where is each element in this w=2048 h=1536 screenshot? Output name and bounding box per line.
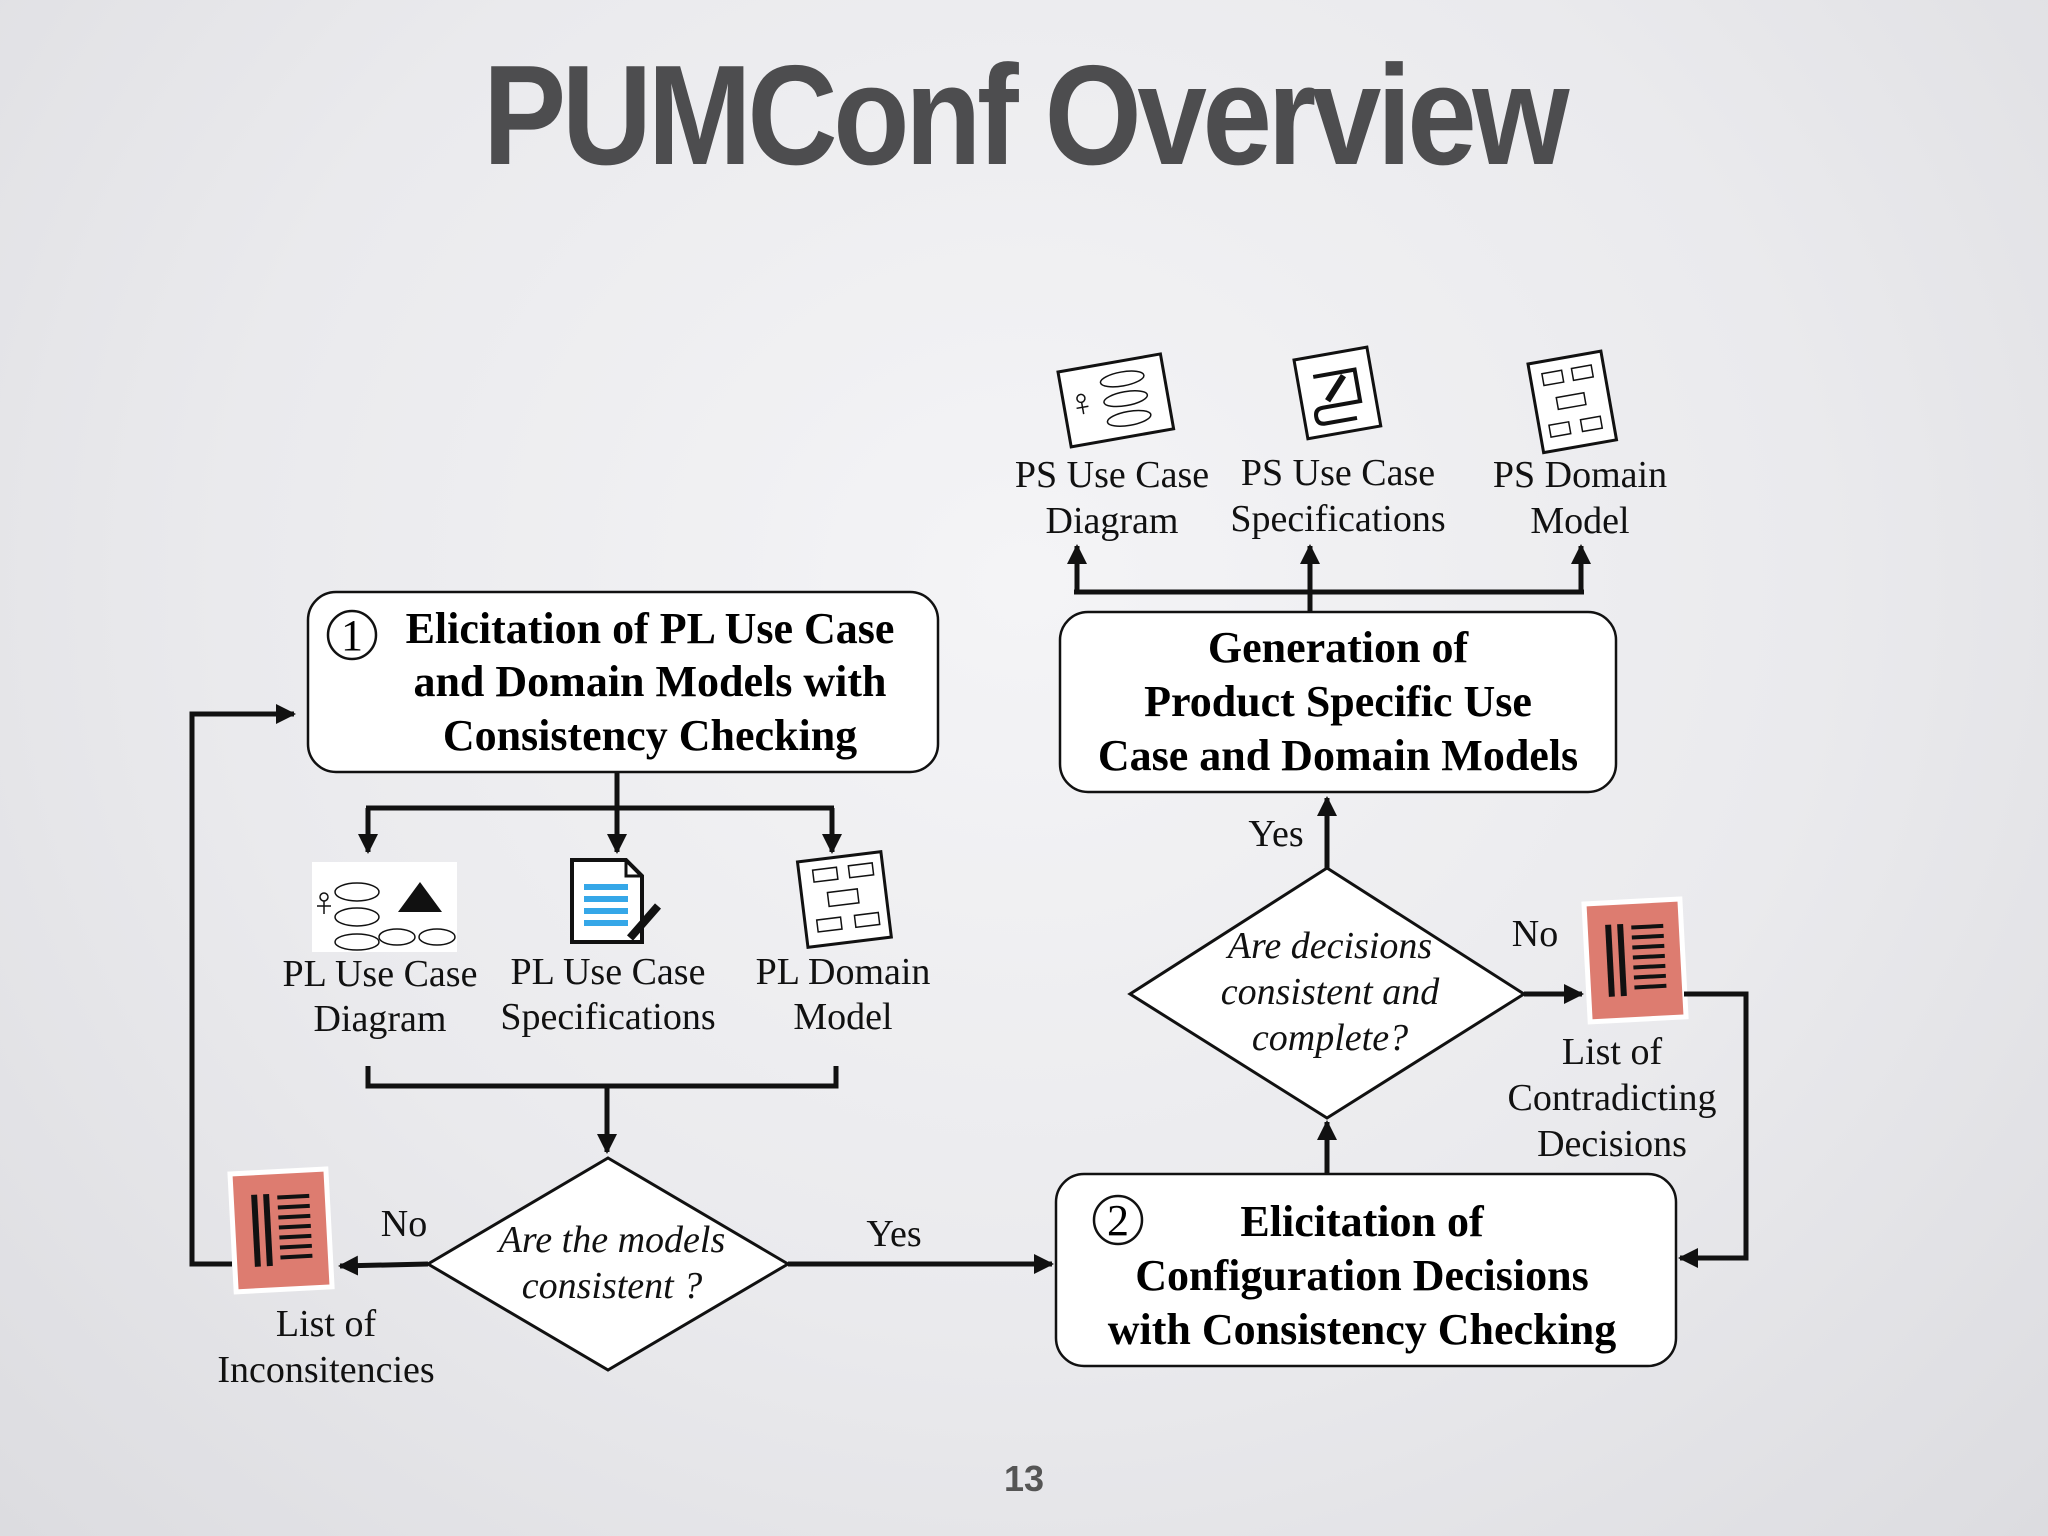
pl-domain-model-icon — [795, 850, 894, 950]
generation-title-line2: Product Specific Use — [1144, 677, 1532, 726]
step1-number: 1 — [341, 611, 363, 660]
contradictions-list-icon — [1581, 896, 1689, 1025]
generation-title-line3: Case and Domain Models — [1098, 731, 1578, 780]
inconsistencies-label-line1: List of — [276, 1303, 377, 1345]
decision-decisions-line1: Are decisions — [1225, 925, 1432, 967]
decision-decisions-consistent: Are decisions consistent and complete? — [1127, 866, 1527, 1120]
pl-artifact-label-3-line1: PL Domain — [756, 951, 931, 993]
step2-number: 2 — [1107, 1196, 1129, 1245]
step2-title-line1: Elicitation of — [1240, 1197, 1485, 1246]
pl-artifact-label-3-line2: Model — [793, 996, 892, 1038]
pl-artifacts-join-connector — [365, 1066, 839, 1154]
page-number: 13 — [1003, 1458, 1045, 1499]
decision-models-line2: consistent ? — [522, 1265, 702, 1307]
pl-artifact-label-1-line1: PL Use Case — [283, 953, 478, 995]
step1-box: 1 Elicitation of PL Use Case and Domain … — [306, 590, 940, 774]
pl-use-case-diagram-icon — [312, 862, 457, 952]
pl-artifact-label-2-line1: PL Use Case — [511, 951, 706, 993]
ps-use-case-diagram-icon — [1056, 352, 1176, 449]
step1-fork-connector — [358, 772, 842, 854]
pl-artifact-label-1-line2: Diagram — [314, 998, 447, 1040]
ps-artifact-label-1-line1: PS Use Case — [1015, 454, 1209, 496]
decisions-yes-label: Yes — [1248, 813, 1303, 855]
ps-artifact-label-1-line2: Diagram — [1046, 500, 1179, 542]
ps-artifact-label-2-line2: Specifications — [1230, 498, 1445, 540]
step1-number-circle — [326, 609, 378, 661]
pl-use-case-specifications-icon — [570, 858, 662, 944]
generation-box: Generation of Product Specific Use Case … — [1058, 610, 1618, 794]
contradictions-back-arrow — [1678, 991, 1749, 1268]
step2-title-line2: Configuration Decisions — [1135, 1251, 1588, 1300]
generation-title-line1: Generation of — [1208, 623, 1470, 672]
decisions-no-label: No — [1512, 913, 1558, 955]
ps-use-case-specifications-icon — [1292, 345, 1383, 441]
step1-title-line2: and Domain Models with — [413, 657, 886, 706]
models-no-arrow — [338, 1255, 429, 1276]
pl-artifact-label-2-line2: Specifications — [500, 996, 715, 1038]
loop-back-arrow — [189, 704, 296, 1267]
generation-fork-connector — [1067, 544, 1591, 612]
decision-models-line1: Are the models — [496, 1219, 726, 1261]
inconsistencies-list-icon — [227, 1166, 335, 1295]
decision-decisions-line2: consistent and — [1221, 971, 1440, 1013]
inconsistencies-label-line2: Inconsitencies — [217, 1349, 434, 1391]
models-yes-label: Yes — [866, 1213, 921, 1255]
contradictions-label-line3: Decisions — [1537, 1123, 1687, 1165]
decision-decisions-line3: complete? — [1252, 1017, 1408, 1059]
ps-artifact-label-3-line1: PS Domain — [1493, 454, 1667, 496]
decision-models-consistent: Are the models consistent ? — [425, 1156, 791, 1372]
step2-box: 2 Elicitation of Configuration Decisions… — [1054, 1172, 1678, 1368]
ps-domain-model-icon — [1526, 349, 1619, 455]
contradictions-label-line1: List of — [1562, 1031, 1663, 1073]
slide-title: PUMConf Overview — [482, 36, 1570, 195]
ps-artifact-label-2-line1: PS Use Case — [1241, 452, 1435, 494]
step2-number-circle — [1092, 1194, 1144, 1246]
ps-artifact-label-3-line2: Model — [1530, 500, 1629, 542]
models-no-label: No — [381, 1203, 427, 1245]
step2-title-line3: with Consistency Checking — [1108, 1305, 1617, 1354]
step1-title-line3: Consistency Checking — [443, 711, 857, 760]
contradictions-label-line2: Contradicting — [1508, 1077, 1717, 1119]
step1-title-line1: Elicitation of PL Use Case — [406, 604, 895, 653]
